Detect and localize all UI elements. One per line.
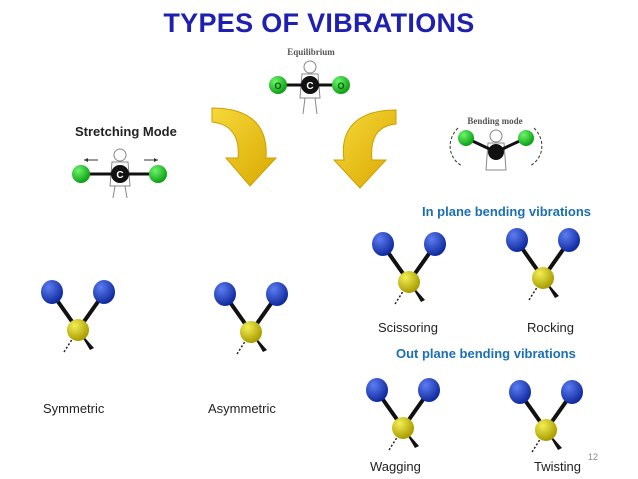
wagging-label: Wagging <box>370 459 421 474</box>
bending-mode-label: Bending mode <box>467 116 522 126</box>
molecule-symmetric <box>39 278 117 354</box>
symmetric-label: Symmetric <box>43 401 105 416</box>
slide-title: TYPES OF VIBRATIONS <box>163 8 475 38</box>
molecule-wagging <box>364 376 442 452</box>
twisting-label: Twisting <box>534 459 581 474</box>
rocking-label: Rocking <box>527 320 574 335</box>
equilibrium-label: Equilibrium <box>287 47 335 57</box>
equilibrium-right-letter: O <box>337 81 344 91</box>
scissoring-label: Scissoring <box>378 320 438 335</box>
out-plane-heading: Out plane bending vibrations <box>396 346 576 361</box>
stretching-mode-label: Stretching Mode <box>75 124 177 139</box>
equilibrium-center-letter: C <box>306 81 313 92</box>
right-curved-arrow <box>332 109 397 189</box>
equilibrium-figure: C O O Equilibrium <box>269 46 352 115</box>
in-plane-heading: In plane bending vibrations <box>422 204 592 219</box>
molecule-twisting <box>507 378 585 454</box>
stretching-center-letter: C <box>116 170 123 181</box>
equilibrium-left-letter: O <box>274 81 281 91</box>
bending-figure: Bending mode <box>449 116 543 171</box>
molecule-scissoring <box>370 230 448 306</box>
page-number: 12 <box>588 452 599 462</box>
molecule-rocking <box>504 226 582 302</box>
asymmetric-label: Asymmetric <box>208 401 276 416</box>
molecule-asymmetric <box>212 280 290 356</box>
stretching-figure: C <box>72 148 167 199</box>
left-curved-arrow <box>211 107 278 187</box>
